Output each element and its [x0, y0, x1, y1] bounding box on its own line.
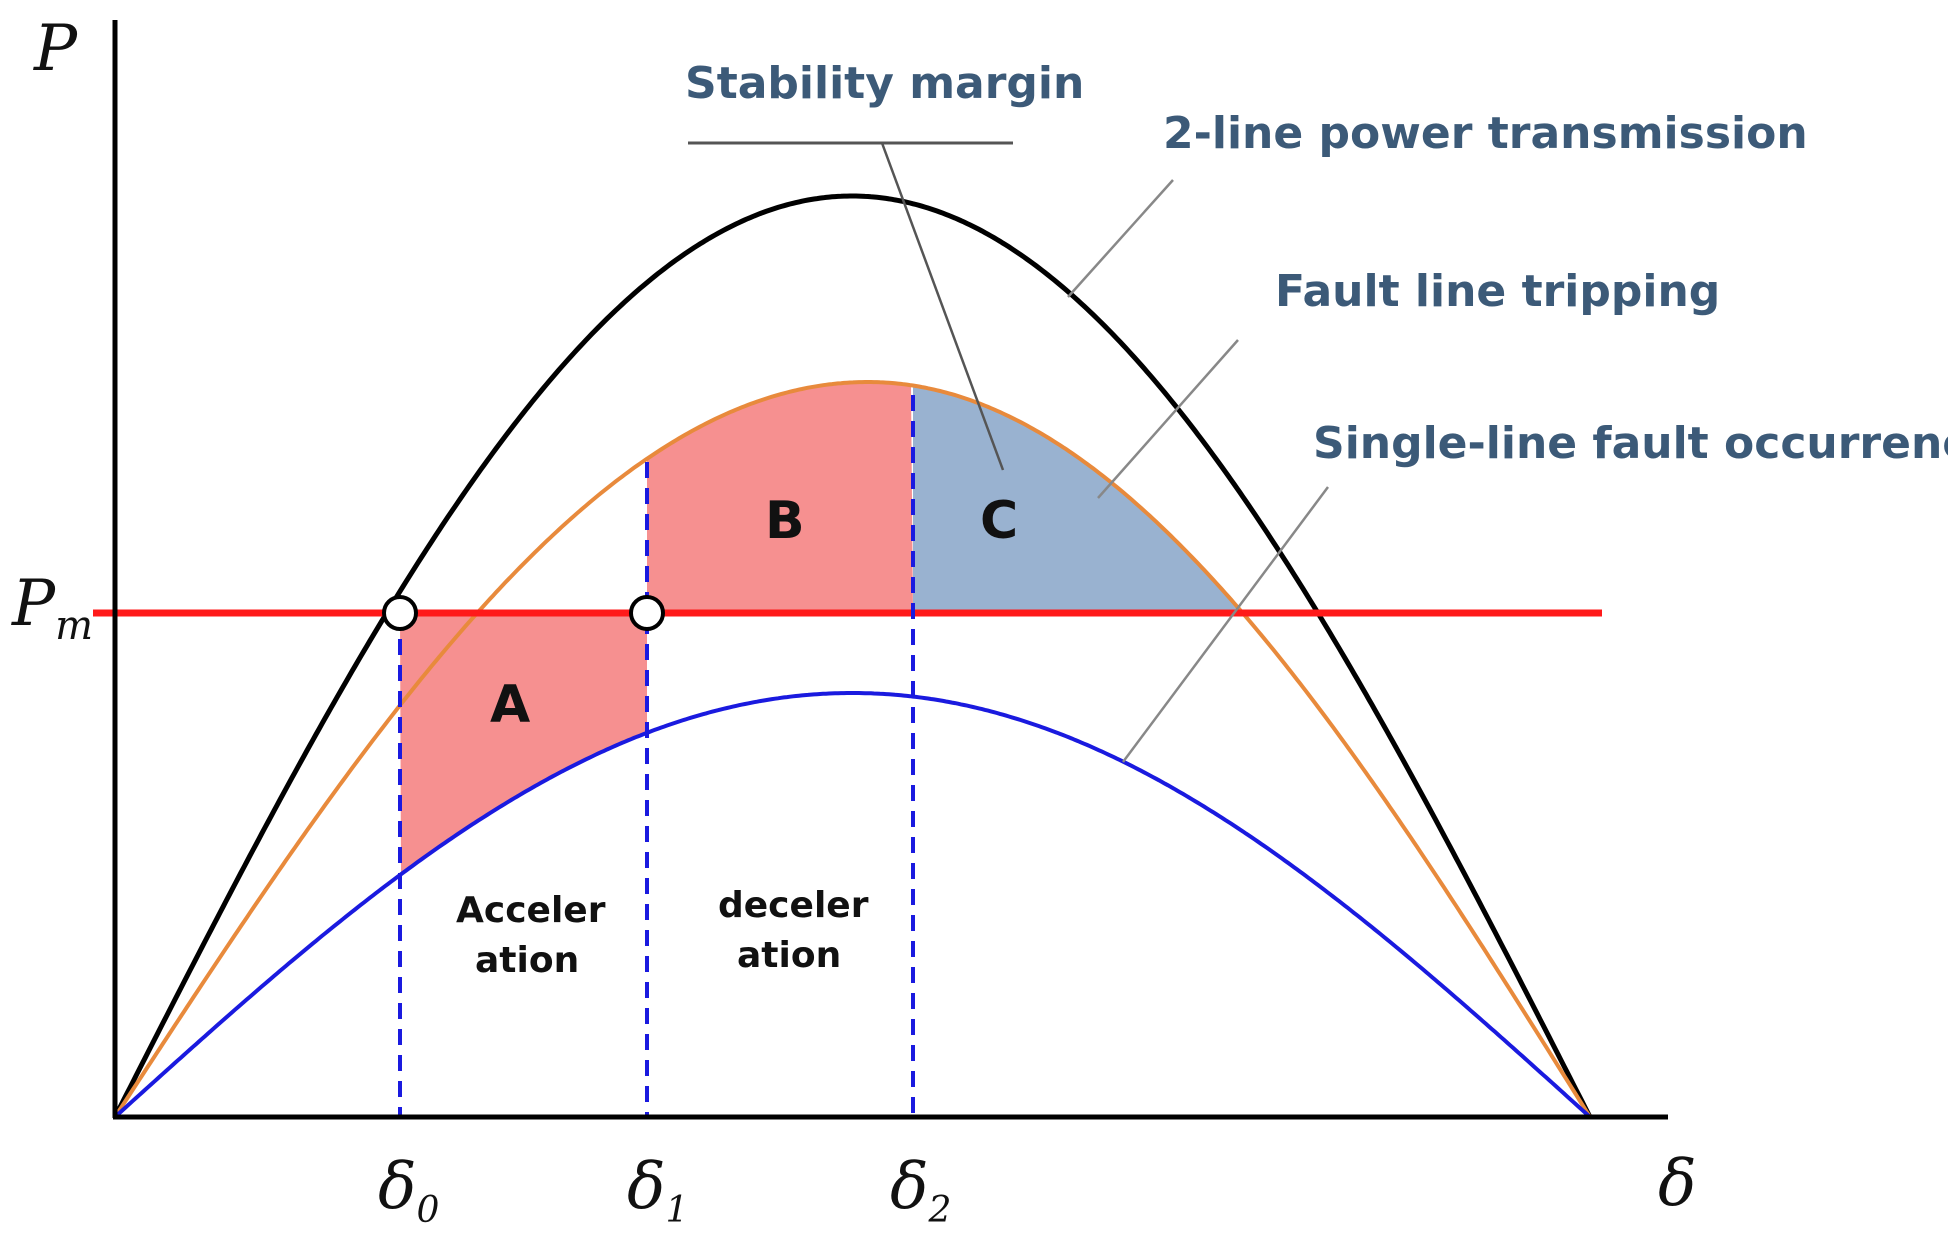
delta1-subscript: 1: [666, 1190, 689, 1231]
acceleration-area-a: [400, 613, 647, 875]
two-line-transmission-curve: [112, 193, 1593, 1119]
delta2-label: δ2: [890, 1150, 951, 1231]
two-line-label: 2-line power transmission: [1163, 108, 1808, 159]
deceleration-area-b: [647, 382, 913, 613]
area-b-label: B: [765, 491, 805, 551]
delta2-subscript: 2: [928, 1190, 952, 1231]
area-a-label: A: [490, 675, 530, 735]
deceleration-label-line1: deceler: [718, 885, 869, 926]
two-line-leader: [1067, 179, 1174, 298]
fault-tripping-label: Fault line tripping: [1275, 266, 1720, 317]
x-axis-label: δ: [1658, 1147, 1697, 1221]
deceleration-label-line2: ation: [737, 935, 841, 976]
delta0-label: δ0: [378, 1150, 439, 1231]
pm-label: Pm: [11, 567, 93, 649]
stability-margin-label: Stability margin: [685, 58, 1084, 109]
stability-margin-area-c: [913, 385, 1243, 614]
operating-point-delta1: [629, 595, 665, 631]
single-fault-label: Single-line fault occurrence: [1313, 418, 1948, 469]
operating-point-delta0: [382, 595, 418, 631]
single-line-fault-curve: [113, 691, 1592, 1119]
delta1-label: δ1: [627, 1150, 688, 1231]
single-fault-leader: [1121, 486, 1330, 763]
fault-line-tripping-curve: [113, 380, 1592, 1119]
stability-margin-leader: [880, 142, 1005, 471]
delta0-subscript: 0: [417, 1190, 440, 1231]
area-c-label: C: [980, 491, 1018, 551]
pm-subscript: m: [55, 603, 93, 649]
fault-tripping-leader: [1097, 339, 1239, 499]
y-axis-label: P: [33, 12, 78, 86]
acceleration-label-line1: Acceler: [456, 890, 606, 931]
acceleration-label-line2: ation: [475, 940, 579, 981]
